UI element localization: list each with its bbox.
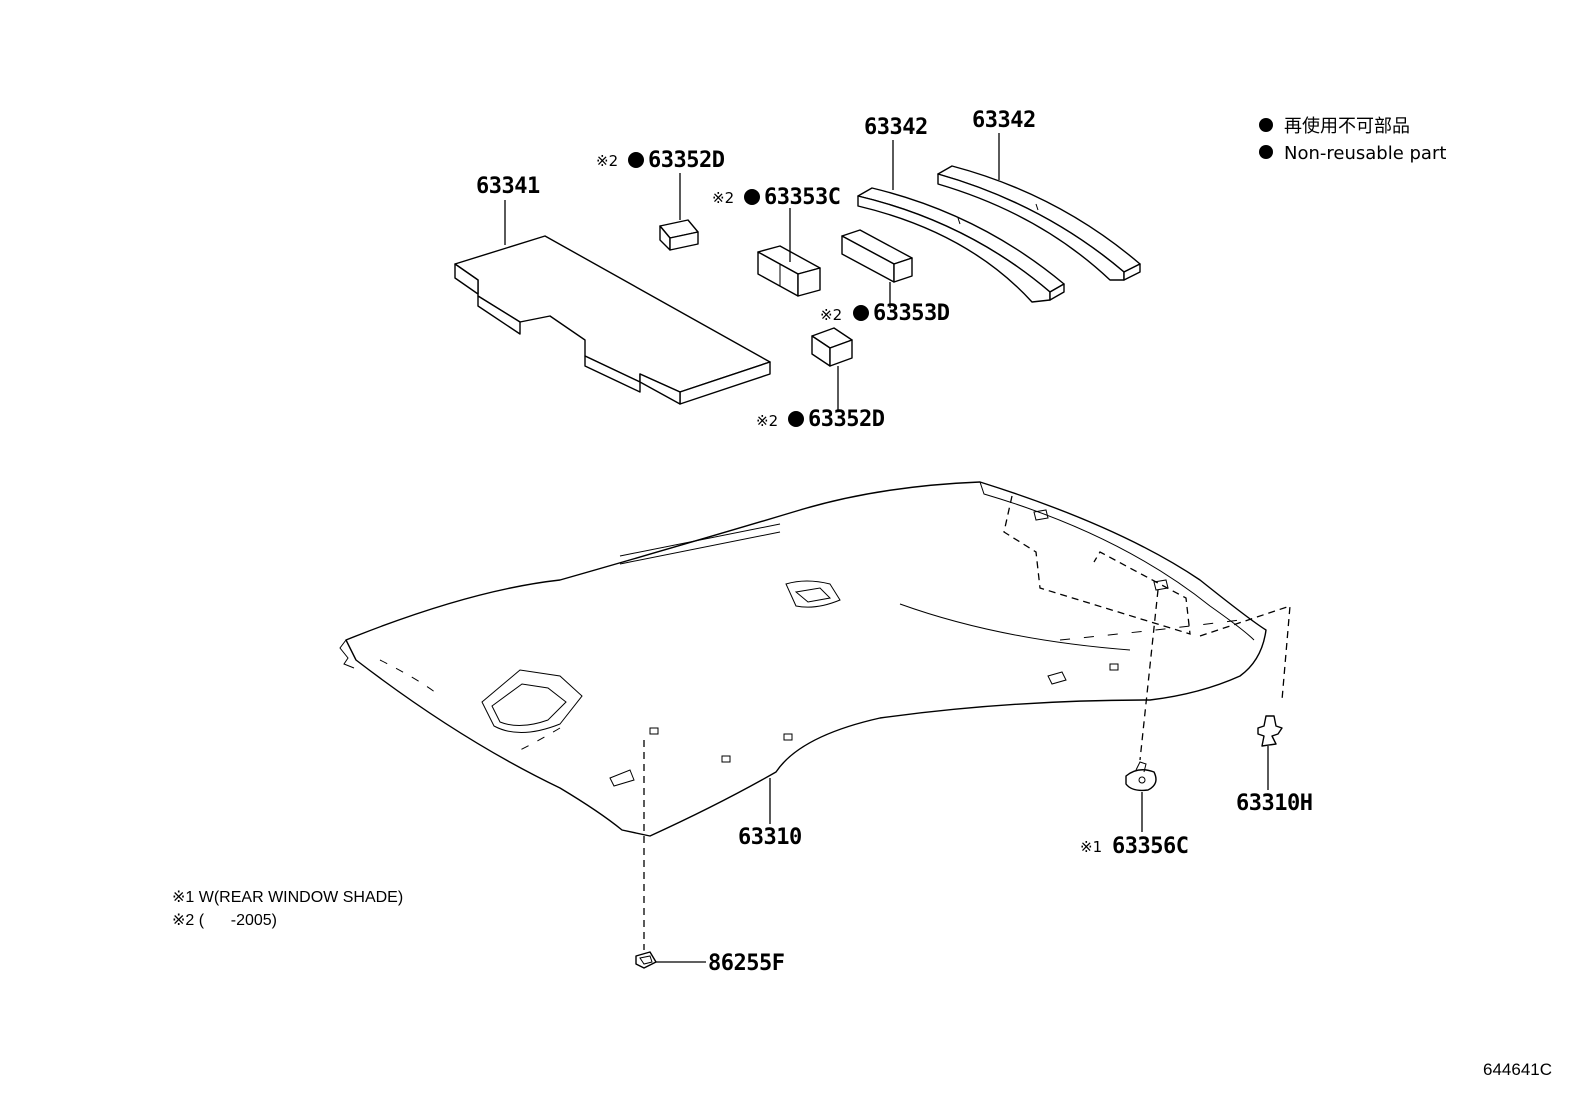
label-63353C: 63353C bbox=[764, 185, 840, 210]
part-63310H-clip bbox=[1257, 715, 1283, 747]
non-reusable-dot-icon bbox=[744, 189, 760, 205]
part-63353C-block bbox=[757, 245, 821, 297]
label-63310H: 63310H bbox=[1236, 791, 1312, 816]
note-mark-1: ※1 bbox=[1080, 838, 1102, 856]
label-86255F: 86255F bbox=[708, 951, 784, 976]
note-mark-2: ※2 bbox=[712, 189, 734, 207]
part-63353D-block bbox=[841, 229, 913, 283]
part-63352D-top-block bbox=[659, 219, 699, 251]
label-63356C: 63356C bbox=[1112, 834, 1188, 859]
part-63341-pad bbox=[454, 235, 771, 405]
guide-63310H bbox=[1199, 605, 1291, 701]
legend-en-text: Non-reusable part bbox=[1284, 143, 1446, 164]
part-63342-strip-front bbox=[857, 187, 1065, 303]
non-reusable-dot-icon bbox=[788, 411, 804, 427]
note-mark-2: ※2 bbox=[820, 306, 842, 324]
note-1-text: ※1 W(REAR WINDOW SHADE) bbox=[172, 889, 403, 906]
part-63310-headliner bbox=[339, 481, 1267, 837]
non-reusable-dot-icon bbox=[628, 152, 644, 168]
figure-reference-number: 644641C bbox=[1483, 1060, 1552, 1079]
note-mark-2: ※2 bbox=[756, 412, 778, 430]
guide-63356C bbox=[1139, 589, 1159, 761]
legend-dot-icon bbox=[1259, 145, 1273, 159]
label-63352D-top: 63352D bbox=[648, 148, 725, 173]
part-63356C-clip bbox=[1125, 761, 1157, 792]
guide-rear-shade bbox=[1003, 495, 1191, 635]
label-63352D-bottom: 63352D bbox=[808, 407, 885, 432]
label-63342-b: 63342 bbox=[972, 108, 1036, 133]
note-mark-2: ※2 bbox=[596, 152, 618, 170]
label-63353D: 63353D bbox=[873, 301, 950, 326]
part-86255F-clip bbox=[635, 951, 657, 969]
note-2-text: ※2 ( -2005) bbox=[172, 912, 277, 929]
legend-dot-icon bbox=[1259, 118, 1273, 132]
part-63342-strip-back bbox=[937, 165, 1141, 281]
label-63342-a: 63342 bbox=[864, 115, 928, 140]
label-63310: 63310 bbox=[738, 825, 802, 850]
legend-jp-text: 再使用不可部品 bbox=[1284, 116, 1410, 137]
non-reusable-dot-icon bbox=[853, 305, 869, 321]
part-63352D-bottom-block bbox=[811, 327, 853, 367]
legend: 再使用不可部品 Non-reusable part bbox=[1259, 116, 1446, 164]
label-63341: 63341 bbox=[476, 174, 540, 199]
